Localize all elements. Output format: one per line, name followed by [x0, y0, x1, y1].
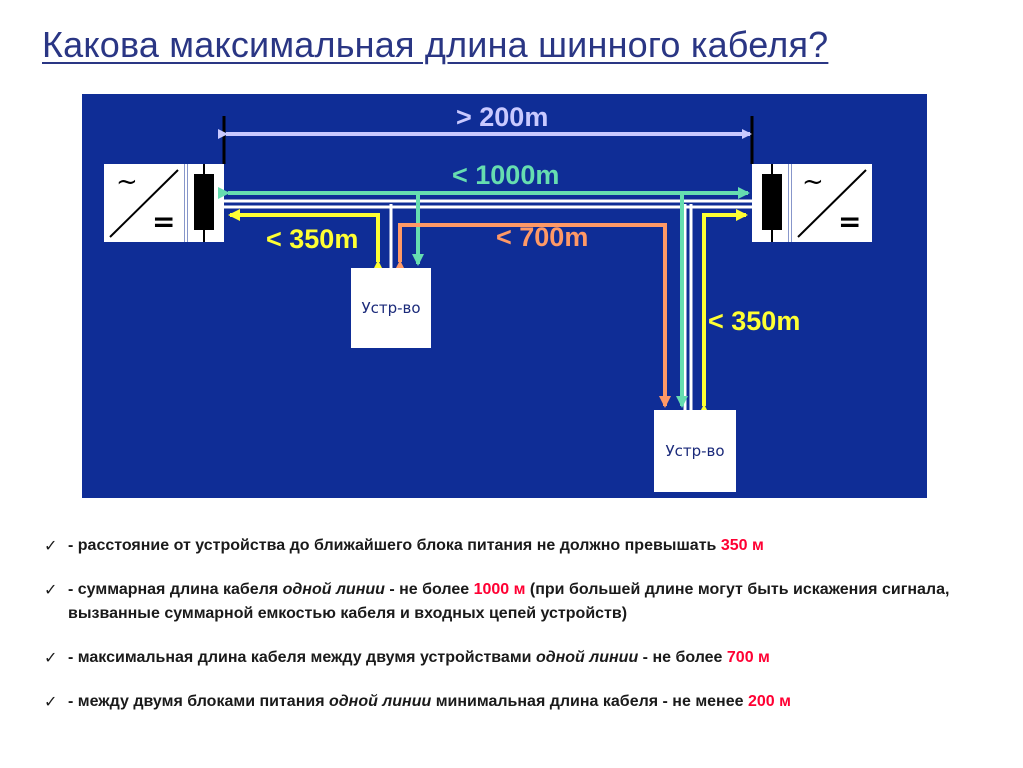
- requirement-item: ✓ - суммарная длина кабеля одной линии -…: [44, 580, 950, 622]
- value-200: 200 м: [747, 693, 791, 710]
- label-psu-distance: > 200m: [456, 102, 549, 132]
- power-supply-right: ~ =: [752, 164, 872, 242]
- requirement-item: ✓ - расстояние от устройства до ближайше…: [40, 534, 1000, 558]
- bus-cable: [224, 199, 752, 410]
- requirements-list: ✓ - расстояние от устройства до ближайше…: [40, 534, 1000, 734]
- power-supply-left: ~ =: [104, 164, 224, 242]
- value-350: 350 м: [720, 537, 764, 554]
- ac-symbol-left: ~: [116, 167, 138, 197]
- page-title: Какова максимальная длина шинного кабеля…: [42, 24, 829, 65]
- check-icon: ✓: [44, 536, 58, 555]
- value-1000: 1000 м: [473, 581, 526, 598]
- dc-symbol-left: =: [152, 205, 175, 238]
- device-label: Устр-во: [361, 299, 421, 317]
- device-box-1: Устр-во: [351, 268, 431, 348]
- device-box-2: Устр-во: [654, 410, 736, 492]
- value-700: 700 м: [726, 649, 770, 666]
- dc-symbol-right: =: [838, 205, 861, 238]
- device2-psu-arrow: [698, 209, 748, 416]
- check-icon: ✓: [44, 692, 58, 711]
- device-label: Устр-во: [665, 442, 725, 460]
- check-icon: ✓: [44, 648, 58, 667]
- device1-psu-arrow: [228, 209, 384, 272]
- label-device2-psu: < 350m: [708, 306, 801, 336]
- label-device-device: < 700m: [496, 222, 589, 252]
- requirement-item: ✓ - максимальная длина кабеля между двум…: [40, 646, 1000, 670]
- label-line-length: < 1000m: [452, 160, 560, 190]
- requirement-item: ✓ - между двумя блоками питания одной ли…: [40, 690, 1000, 714]
- bus-length-diagram: ~ = ~ =: [82, 94, 927, 498]
- check-icon: ✓: [44, 580, 58, 599]
- label-device1-psu: < 350m: [266, 224, 359, 254]
- device-device-arrow: [394, 223, 671, 408]
- diagram-graphics: ~ = ~ =: [104, 116, 872, 416]
- ac-symbol-right: ~: [802, 167, 824, 197]
